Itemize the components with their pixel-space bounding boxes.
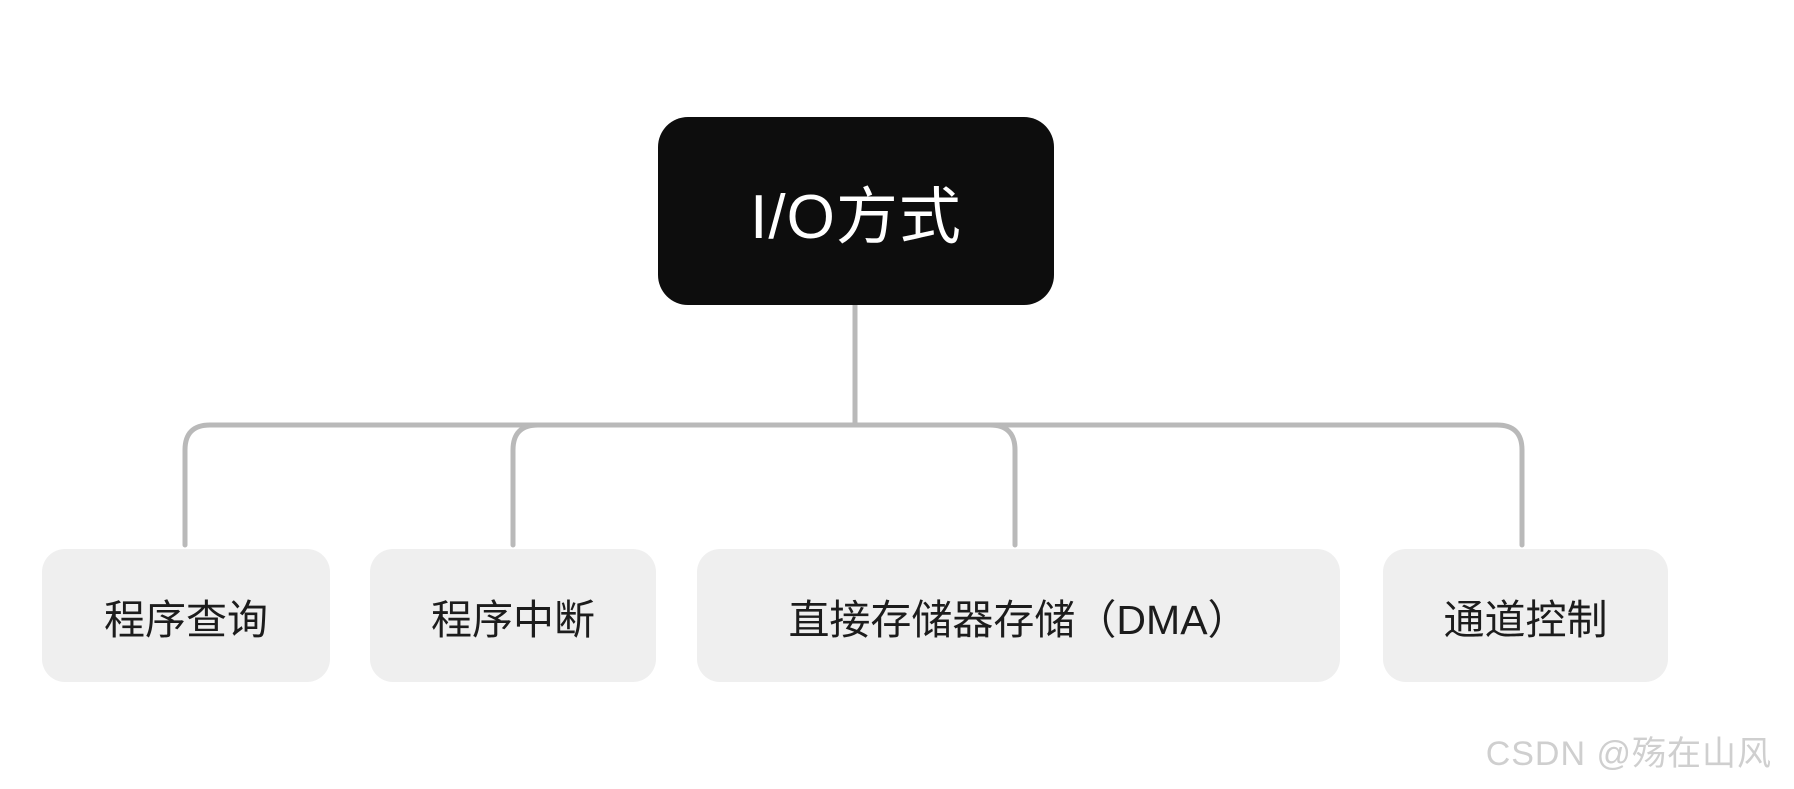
connector-branch-0 — [182, 422, 213, 548]
leaf-node-cheng-xu-cha-xun[interactable]: 程序查询 — [42, 549, 330, 682]
root-node[interactable]: I/O方式 — [658, 117, 1054, 305]
connector-branch-1 — [510, 422, 541, 548]
leaf-node-label: 程序查询 — [104, 596, 268, 643]
root-node-label: I/O方式 — [750, 183, 962, 252]
leaf-node-cheng-xu-zhong-duan[interactable]: 程序中断 — [370, 549, 656, 682]
leaf-node-label: 通道控制 — [1443, 596, 1608, 643]
leaf-node-dma[interactable]: 直接存储器存储（DMA） — [697, 549, 1340, 682]
connector-branch-3 — [1494, 422, 1525, 548]
leaf-node-tong-dao-kong-zhi[interactable]: 通道控制 — [1383, 549, 1668, 682]
csdn-watermark: CSDN @殇在山风 — [1485, 735, 1772, 773]
leaf-node-label: 程序中断 — [431, 596, 595, 643]
connector-branch-2 — [987, 422, 1018, 548]
leaf-node-label: 直接存储器存储（DMA） — [788, 596, 1249, 643]
